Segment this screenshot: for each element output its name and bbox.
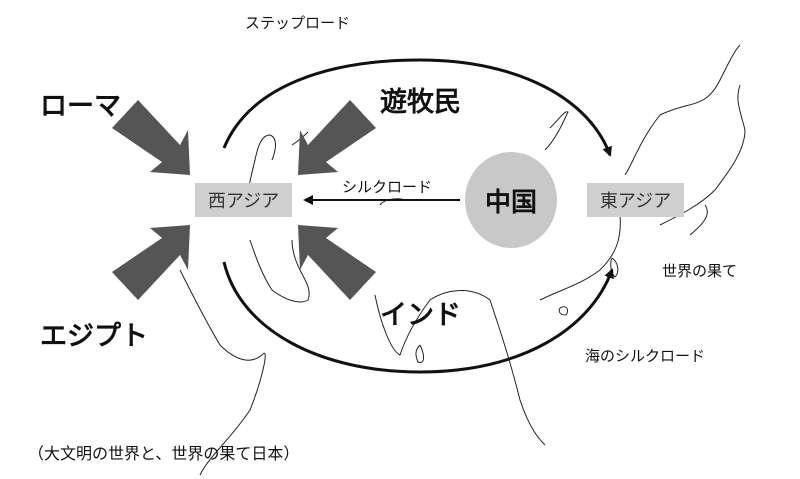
india-label: インド — [380, 300, 461, 331]
egypt-arrow — [112, 225, 190, 300]
nomads-arrow — [298, 100, 376, 175]
steppe-road-label: ステップロード — [245, 14, 351, 32]
rome-label: ローマ — [40, 91, 121, 122]
maritime-silk-road-label: 海のシルクロード — [585, 347, 706, 365]
map-outline — [179, 44, 746, 476]
silk-road-label: シルクロード — [342, 178, 433, 196]
india-arrow — [298, 225, 376, 300]
steppe-road-arrow — [222, 58, 612, 157]
east-asia-box: 東アジア — [587, 183, 684, 217]
rome-arrow — [112, 100, 190, 175]
edge-of-world-label: 世界の果て — [662, 262, 738, 280]
west-asia-box: 西アジア — [195, 183, 292, 217]
influence-arrows — [112, 100, 376, 300]
china-circle: 中国 — [465, 152, 557, 248]
maritime-silk-road-arrow — [222, 261, 614, 374]
nomads-label: 遊牧民 — [380, 87, 461, 118]
egypt-label: エジプト — [40, 321, 148, 352]
caption: （大文明の世界と、世界の果て日本） — [28, 444, 300, 463]
